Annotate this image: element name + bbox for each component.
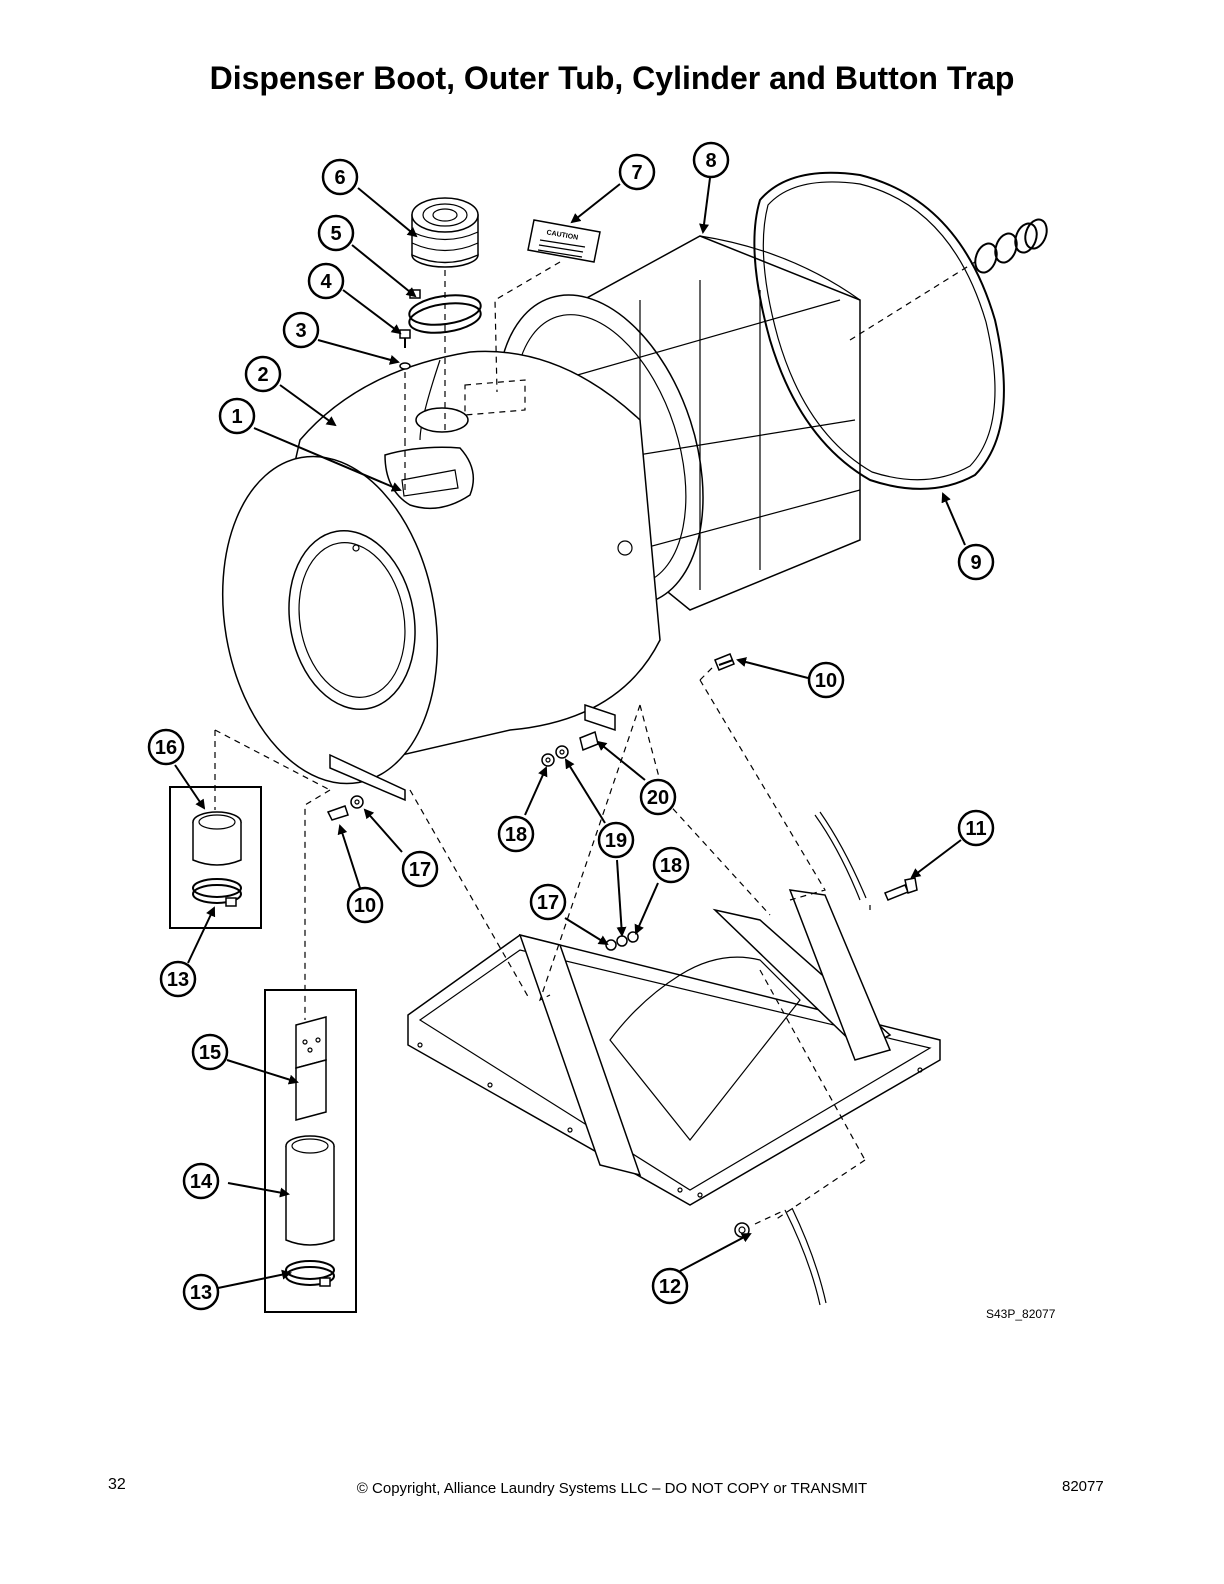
callout-circle [282,311,320,349]
callout-c19: 19 [597,821,635,859]
callout-c3: 3 [282,311,320,349]
callout-c8: 8 [692,141,730,179]
callout-c1: 1 [218,397,256,435]
callout-circle [147,728,185,766]
callout-number: 3 [295,320,306,342]
shaft-rings [974,218,1048,274]
callout-circle [191,1033,229,1071]
callout-c9: 9 [957,543,995,581]
callout-number: 5 [330,223,341,245]
callout-c15: 15 [191,1033,229,1071]
callout-number: 10 [354,895,376,917]
copyright-notice: © Copyright, Alliance Laundry Systems LL… [356,1480,868,1497]
callout-c17a: 17 [401,850,439,888]
callout-circle [652,846,690,884]
callout-circle [307,262,345,300]
callout-number: 9 [970,552,981,574]
bolt-11-drawing [884,877,918,901]
bracket-20-drawing [579,730,599,752]
callout-circle [957,809,995,847]
callout-c12: 12 [651,1267,689,1305]
callout-c11: 11 [957,809,995,847]
washers-17-18-19-drawing [605,931,639,951]
callout-circle [182,1273,220,1311]
callout-c10b: 10 [346,886,384,924]
cylinder-rear-ring [753,171,1005,490]
callout-c5: 5 [317,214,355,252]
callout-circle [321,158,359,196]
callout-circle [692,141,730,179]
document-number: 82077 [1062,1478,1104,1495]
callout-circle [529,883,567,921]
callout-circle [182,1162,220,1200]
callout-number: 13 [167,969,189,991]
callout-c14: 14 [182,1162,220,1200]
callout-number: 10 [815,670,837,692]
dispenser-boot-drawing [411,197,479,268]
callout-number: 16 [155,737,177,759]
callout-number: 11 [965,818,986,840]
callout-circle [651,1267,689,1305]
callout-c6: 6 [321,158,359,196]
page-number: 32 [108,1476,126,1493]
screw-drawing [399,329,411,370]
callout-c2: 2 [244,355,282,393]
callout-c13b: 13 [182,1273,220,1311]
caution-label-drawing: CAUTION [527,219,601,263]
callout-circle [159,960,197,998]
callout-number: 8 [705,150,716,172]
callout-c4: 4 [307,262,345,300]
button-trap-small-box [169,786,262,929]
leader-lines [174,177,966,1289]
callout-number: 1 [231,406,242,428]
outer-tub-drawing [221,350,661,802]
callout-c10a: 10 [807,661,845,699]
callout-circle [317,214,355,252]
washer-17-lower-drawing [350,795,364,809]
callout-c20: 20 [639,778,677,816]
drawing-id: S43P_82077 [986,1307,1056,1321]
nut-18-drawing [541,753,555,767]
callout-number: 18 [505,824,527,846]
hose-drawing [784,811,867,1306]
callout-number: 20 [647,787,669,809]
callout-c13a: 13 [159,960,197,998]
callout-c7: 7 [618,153,656,191]
callout-number: 14 [190,1171,213,1193]
callout-circle [346,886,384,924]
callout-number: 19 [605,830,627,852]
callout-number: 4 [320,271,332,293]
button-trap-large-box [264,989,357,1313]
callout-number: 15 [199,1042,221,1064]
callout-circle [597,821,635,859]
callout-number: 7 [631,162,642,184]
page-title: Dispenser Boot, Outer Tub, Cylinder and … [209,60,1015,96]
washer-19-drawing [555,745,569,759]
callout-number: 12 [659,1276,681,1298]
callout-c18a: 18 [497,815,535,853]
callout-c18b: 18 [652,846,690,884]
callout-circle [401,850,439,888]
callout-number: 17 [409,859,431,881]
callout-number: 2 [257,364,268,386]
callout-circle [497,815,535,853]
callout-number: 6 [334,167,345,189]
callout-number: 17 [537,892,559,914]
callout-number: 13 [190,1282,212,1304]
callout-circle [807,661,845,699]
callout-number: 18 [660,855,682,877]
callout-circle [244,355,282,393]
callout-circle [618,153,656,191]
base-frame-drawing [407,889,941,1206]
callout-c16: 16 [147,728,185,766]
callout-circle [218,397,256,435]
callout-circle [639,778,677,816]
callout-circle [957,543,995,581]
callout-c17b: 17 [529,883,567,921]
bolt-10-lower-drawing [326,805,349,821]
bolt-10-upper-drawing [714,653,735,671]
